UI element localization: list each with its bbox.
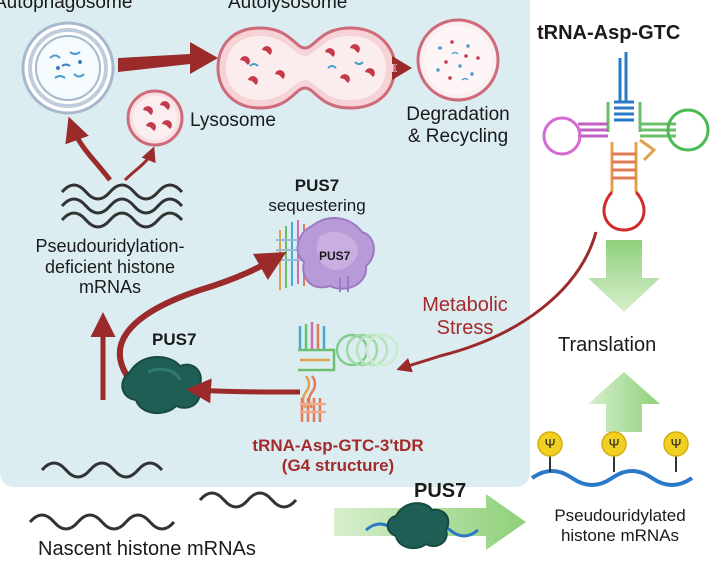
autolysosome-icon xyxy=(216,26,397,110)
metabolic-stress-label: Metabolic Stress xyxy=(410,294,520,340)
arrow-tdr-to-pus7 xyxy=(186,378,301,404)
pus7-on-protein-label: PUS7 xyxy=(319,249,351,263)
degradation-label: Degradation & Recycling xyxy=(403,104,513,148)
autophagosome-icon xyxy=(21,21,115,115)
pus7-seq-line2: sequestering xyxy=(268,195,366,215)
pus7-sequestering-label: PUS7 sequestering xyxy=(262,176,372,215)
arrow-to-lysosome xyxy=(123,146,156,182)
metabolic-stress-arrow xyxy=(396,231,598,373)
arrow-to-autolysosome xyxy=(118,42,218,74)
psi-symbol-1: Ψ xyxy=(544,436,556,451)
deficient-line2: deficient histone xyxy=(44,256,176,277)
tdr-label: tRNA-Asp-GTC-3'tDR (G4 structure) xyxy=(228,436,448,475)
tdr-line1: tRNA-Asp-GTC-3'tDR xyxy=(252,436,424,455)
deficient-line1: Pseudouridylation- xyxy=(35,236,185,256)
deficient-mrna-waves xyxy=(60,183,184,229)
trna-title: tRNA-Asp-GTC xyxy=(537,22,681,44)
lysosome-label: Lysosome xyxy=(190,110,276,131)
pseudouridylated-mrna-wave xyxy=(530,469,694,487)
deficient-line3: mRNAs xyxy=(79,277,141,298)
pseudo-line2: histone mRNAs xyxy=(560,525,680,545)
pus7-free-label: PUS7 xyxy=(152,330,197,349)
autolysosome-label: Autolysosome xyxy=(228,0,348,13)
pus7-sequestered-complex-icon xyxy=(276,217,375,292)
metabolic-line1: Metabolic xyxy=(422,294,508,316)
translation-label: Translation xyxy=(558,334,657,356)
lysosome-icon xyxy=(126,89,184,147)
pus7-bottom-label: PUS7 xyxy=(414,480,467,502)
metabolic-line2: Stress xyxy=(436,317,494,339)
deficient-mrna-label: Pseudouridylation- deficient histone mRN… xyxy=(30,236,190,298)
arrow-to-sequestering xyxy=(116,252,287,382)
arrow-to-autophagosome xyxy=(65,116,112,182)
autophagosome-label: Autophagosome xyxy=(0,0,133,13)
psi-pin-icon xyxy=(537,431,563,472)
psi-pin-icon xyxy=(601,431,627,472)
pus7-bottom-protein-icon xyxy=(386,502,450,550)
nascent-mrna-waves xyxy=(28,461,298,531)
pseudouridylated-mrna-label: Pseudouridylated histone mRNAs xyxy=(530,506,710,545)
trna-cloverleaf-icon xyxy=(542,52,710,232)
degradation-line1: Degradation xyxy=(406,104,510,125)
degradation-line2: & Recycling xyxy=(407,125,509,147)
psi-symbol-2: Ψ xyxy=(608,436,620,451)
pseudo-line1: Pseudouridylated xyxy=(554,506,686,525)
arrow-down-translation xyxy=(588,240,660,312)
tdr-line2: (G4 structure) xyxy=(281,455,395,475)
arrow-to-degradation xyxy=(392,56,412,80)
pus7-seq-line1: PUS7 xyxy=(294,176,340,195)
tdr-g4-structure-icon xyxy=(298,322,399,422)
degradation-vesicle-icon xyxy=(416,18,500,102)
psi-symbol-3: Ψ xyxy=(670,436,682,451)
psi-pin-icon xyxy=(663,431,689,472)
arrow-up-translation xyxy=(588,372,660,432)
